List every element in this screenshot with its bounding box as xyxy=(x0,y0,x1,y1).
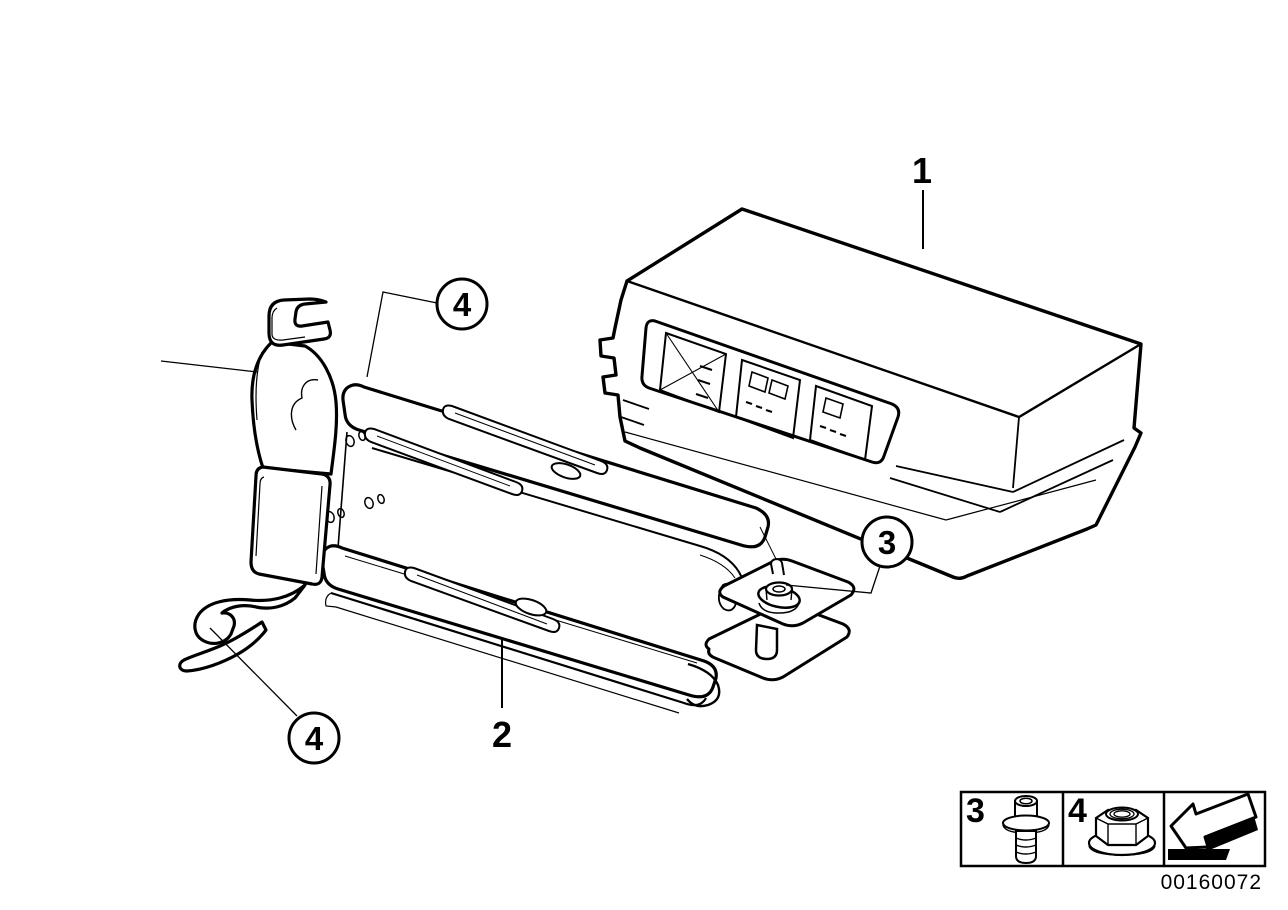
legend-cell-arrow xyxy=(1168,792,1258,860)
callout-circle-4-lower: 4 xyxy=(287,711,341,765)
legend-cell-nut: 4 xyxy=(1068,792,1157,857)
diagram-number: 00160072 xyxy=(1161,871,1262,894)
callout-circle-4-upper: 4 xyxy=(435,277,489,331)
bracket-upper-slot-2 xyxy=(363,427,524,496)
callout-4-upper: 4 xyxy=(453,286,472,323)
leader-part3 xyxy=(785,565,881,594)
callout-1: 1 xyxy=(912,150,932,191)
legend-screw-number: 3 xyxy=(966,792,985,830)
flange-nut-icon xyxy=(1087,806,1157,857)
bracket-top-hook xyxy=(267,297,332,347)
control-unit-flange-lines xyxy=(620,399,1125,521)
bracket-web-edge xyxy=(337,431,348,549)
leader-part4-lower xyxy=(209,627,298,717)
screw-3-drawing xyxy=(757,526,801,614)
direction-arrow-icon xyxy=(1168,792,1258,860)
callout-3: 3 xyxy=(878,524,896,561)
torx-screw-icon xyxy=(1002,795,1050,865)
leader-left-edge xyxy=(160,360,258,373)
bracket-pad xyxy=(249,465,332,586)
bracket-post xyxy=(754,623,779,661)
leader-lines xyxy=(160,190,924,717)
callout-circle-3: 3 xyxy=(860,515,914,569)
legend-cell-screw: 3 xyxy=(966,792,1050,865)
control-unit-body xyxy=(598,207,1143,580)
legend-dividers xyxy=(1061,792,1166,866)
callout-4-lower: 4 xyxy=(305,720,324,757)
leader-part4-upper xyxy=(366,291,438,378)
connector-recess xyxy=(640,319,901,465)
control-unit-corner-edge xyxy=(1012,416,1020,489)
connector-socket-2 xyxy=(734,358,802,440)
legend: 3 4 xyxy=(959,790,1267,868)
bracket-upper-hole xyxy=(550,462,582,480)
bracket-hook-strap xyxy=(178,297,339,673)
connector-socket-3 xyxy=(808,384,874,462)
legend-nut-number: 4 xyxy=(1068,792,1087,830)
bracket-right-fold xyxy=(686,662,721,708)
bracket-lower-hole xyxy=(514,597,548,617)
bracket-flange-inner-line xyxy=(324,592,680,714)
control-unit-drawing xyxy=(598,207,1143,580)
bracket-drawing xyxy=(178,297,856,714)
callout-2: 2 xyxy=(492,714,512,755)
bracket-channel-wall xyxy=(371,447,751,594)
bracket-channel-wall-echo xyxy=(699,554,736,579)
bracket-upper-slot-1 xyxy=(441,404,609,475)
connector-socket-1 xyxy=(658,331,728,414)
